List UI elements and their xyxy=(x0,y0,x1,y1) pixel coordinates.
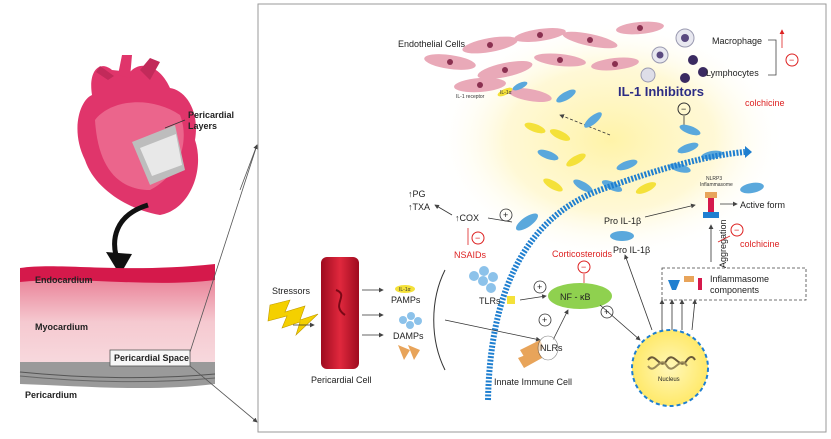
endocardium-label: Endocardium xyxy=(35,275,93,285)
nucleus-label: Nucleus xyxy=(658,377,680,383)
endothelial-cells-label: Endothelial Cells xyxy=(398,39,466,49)
colchicine-top-inhibit: − xyxy=(789,55,794,65)
corticosteroids-label: Corticosteroids xyxy=(552,249,613,259)
tlrs-cluster xyxy=(469,266,498,293)
inflammation-glow xyxy=(435,20,785,260)
pro-il1b-lower-label: Pro IL-1β xyxy=(613,245,650,255)
colchicine-mid-label: colchicine xyxy=(740,239,780,249)
active-form-label: Active form xyxy=(740,200,785,210)
tissue-block xyxy=(19,264,216,389)
dna-icon xyxy=(647,356,696,365)
nfkb-plus-bottom: + xyxy=(542,315,547,325)
inflammasome-components-label-2: components xyxy=(710,285,760,295)
nlrp3-label-2: Inflammasome xyxy=(700,182,733,188)
lightning-icon xyxy=(267,299,319,337)
nlrp3-label-1: NLRP3 xyxy=(706,176,722,182)
lymphocytes-label: Lymphocytes xyxy=(706,68,759,78)
nucleus-plus: + xyxy=(604,307,609,317)
il1-inhibitors-label: IL-1 Inhibitors xyxy=(618,84,704,99)
nsaids-label: NSAIDs xyxy=(454,250,487,260)
txa-label: ↑TXA xyxy=(408,202,430,212)
pericardial-space-label: Pericardial Space xyxy=(114,353,189,363)
myocardium-label: Myocardium xyxy=(35,322,88,332)
damps-cluster xyxy=(399,312,422,329)
pericardial-cell-label: Pericardial Cell xyxy=(311,375,372,385)
colchicine-mid-minus: − xyxy=(734,225,739,235)
pericardial-layers-label-1: Pericardial xyxy=(188,110,234,120)
pamps-il1a: IL-1α xyxy=(399,287,411,293)
pericardial-layers-label-2: Layers xyxy=(188,121,217,131)
nfkb-label: NF - κB xyxy=(560,292,591,302)
cell-membrane xyxy=(485,149,746,401)
aggregation-label: Aggregation xyxy=(718,219,728,268)
pro-il1b-upper-label: Pro IL-1β xyxy=(604,216,641,226)
il1-molecules xyxy=(515,89,723,231)
nsaids-minus: − xyxy=(475,233,480,243)
pamps-label: PAMPs xyxy=(391,295,421,305)
pg-label: ↑PG xyxy=(408,189,426,199)
tlrs-label: TLRs xyxy=(479,296,501,306)
heart-illustration xyxy=(77,55,199,215)
nfkb-plus-top: + xyxy=(537,282,542,292)
inflammasome-components-box xyxy=(661,267,807,301)
pericardial-cell xyxy=(321,257,359,369)
damps-label: DAMPs xyxy=(393,331,424,341)
nlrs-label: NLRs xyxy=(540,343,563,353)
cox-plus: + xyxy=(503,210,508,220)
cox-label: ↑COX xyxy=(455,213,479,223)
nfkb-node xyxy=(548,283,612,309)
innate-immune-cell-label: Innate Immune Cell xyxy=(494,377,572,387)
inflammasome-components-label-1: Inflammasome xyxy=(710,274,769,284)
corticosteroids-minus: − xyxy=(581,262,586,272)
pericardium-label: Pericardium xyxy=(25,390,77,400)
nlrs-icon xyxy=(518,340,544,368)
macrophage-label: Macrophage xyxy=(712,36,762,46)
receptor-il1a: IL-1α xyxy=(500,90,512,96)
colchicine-top-label: colchicine xyxy=(745,98,785,108)
il1-inhibitors-minus: − xyxy=(681,104,686,114)
immune-cells-top xyxy=(640,28,708,83)
endothelial-cells xyxy=(424,21,664,103)
stressors-label: Stressors xyxy=(272,286,311,296)
inflammasome-components-icons xyxy=(668,276,702,290)
il1-receptor-label: IL-1 receptor xyxy=(456,94,485,100)
nlrp3-inflammasome xyxy=(703,192,719,218)
